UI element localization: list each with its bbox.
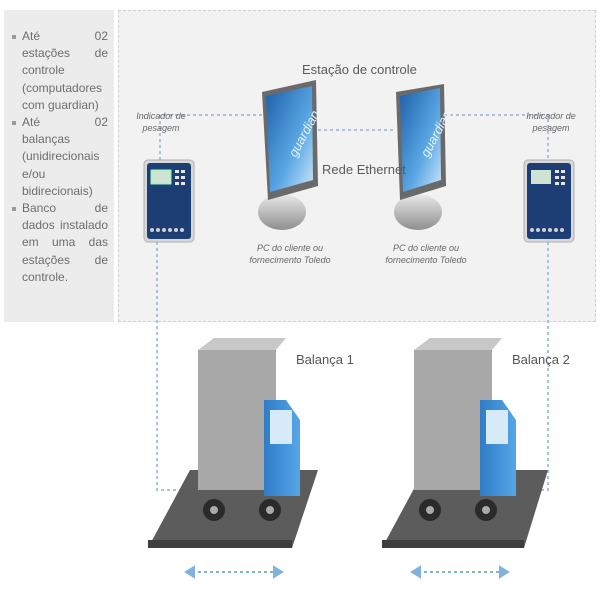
indicator-label-left: Indicador de pesagem — [136, 111, 186, 133]
weighing-indicator-right — [523, 159, 575, 243]
ethernet-line-right — [444, 114, 549, 160]
truck-scale-2 — [382, 338, 548, 548]
feature-item: Banco de dados instalado em uma das esta… — [12, 200, 108, 286]
cable-left-scale — [156, 242, 190, 491]
network-label: Rede Ethernet — [322, 162, 406, 177]
scale-label-2: Balança 2 — [512, 352, 570, 367]
weighing-indicator-left — [143, 159, 195, 243]
feature-list: Até 02 estações de controle (computadore… — [4, 10, 114, 286]
pc-label-right: PC do cliente ou fornecimento Toledo — [385, 243, 467, 265]
pc-monitor-left: guardian — [258, 80, 322, 230]
direction-arrow-2 — [410, 565, 510, 579]
control-station-panel — [118, 10, 596, 322]
station-title: Estação de controle — [302, 62, 417, 77]
pc-monitor-right: guardian — [394, 84, 454, 230]
scale-label-1: Balança 1 — [296, 352, 354, 367]
ethernet-line-top — [159, 114, 262, 160]
feature-item: Até 02 estações de controle (computadore… — [12, 28, 108, 114]
feature-list-panel: Até 02 estações de controle (computadore… — [4, 10, 114, 322]
pc-label-left: PC do cliente ou fornecimento Toledo — [249, 243, 331, 265]
indicator-label-right: Indicador de pesagem — [526, 111, 576, 133]
truck-scale-1 — [148, 338, 318, 548]
feature-item: Até 02 balanças (unidirecionais e/ou bid… — [12, 114, 108, 200]
direction-arrow-1 — [184, 565, 284, 579]
